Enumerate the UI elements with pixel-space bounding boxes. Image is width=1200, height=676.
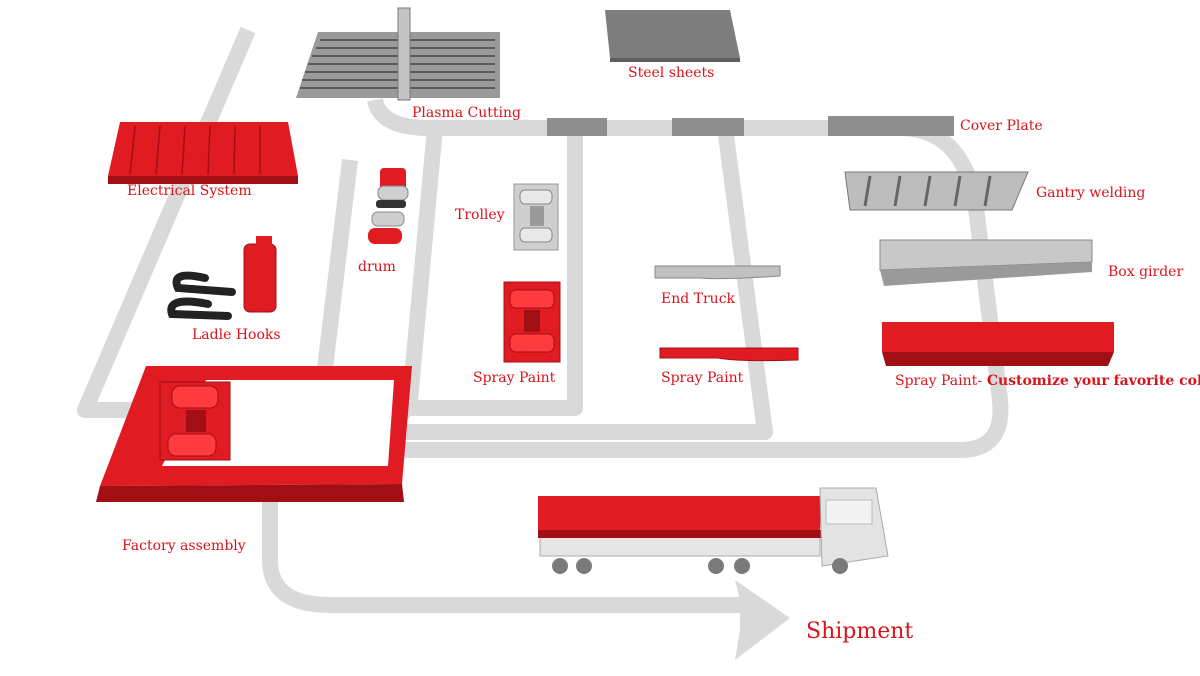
box-girder-grey (879, 239, 1093, 286)
label-trolley: Trolley (455, 207, 505, 223)
label-gantry-welding: Gantry welding (1036, 185, 1146, 201)
ladle-hooks-block (243, 236, 277, 313)
label-factory-assembly: Factory assembly (122, 538, 246, 554)
factory-assembly-crane (96, 366, 412, 502)
label-steel-sheets: Steel sheets (628, 65, 715, 81)
box-girder-red (882, 322, 1114, 366)
end-truck-grey (654, 265, 781, 280)
label-spray-paint-girder: Spray Paint- Customize your favorite col… (895, 374, 1200, 388)
label-end-truck: End Truck (661, 291, 736, 307)
label-cover-plate: Cover Plate (960, 118, 1043, 134)
end-truck-red (659, 347, 799, 362)
track-main-loop (290, 97, 1009, 458)
label-spray-paint-girder-text: Spray Paint- (895, 373, 982, 389)
cover-plates (547, 116, 954, 136)
label-electrical-system: Electrical System (127, 183, 252, 199)
label-spray-paint-end-truck: Spray Paint (661, 370, 744, 386)
electrical-system (108, 122, 298, 184)
truck (538, 487, 889, 574)
steel-sheets (605, 10, 740, 62)
trolley-grey (513, 183, 559, 251)
shipment-arrow-head (735, 580, 790, 660)
label-drum: drum (358, 259, 396, 275)
track-shipment (262, 450, 740, 613)
label-ladle-hooks: Ladle Hooks (192, 327, 281, 343)
track-endtruck (300, 126, 773, 440)
label-spray-paint-girder-emphasis: Customize your favorite color (981, 373, 1200, 389)
drum (368, 168, 409, 244)
trolley-red (503, 281, 561, 363)
track-drum-right (402, 127, 443, 401)
label-box-girder: Box girder (1108, 264, 1184, 280)
label-shipment: Shipment (806, 619, 914, 644)
label-spray-paint-trolley: Spray Paint (473, 370, 556, 386)
track-left-loop (77, 26, 300, 418)
ladle-hooks (167, 271, 236, 320)
track-trolley (410, 128, 583, 416)
label-plasma-cutting: Plasma Cutting (412, 105, 521, 121)
plasma-cutting-machine (296, 7, 500, 101)
gantry-welding (844, 171, 1029, 211)
